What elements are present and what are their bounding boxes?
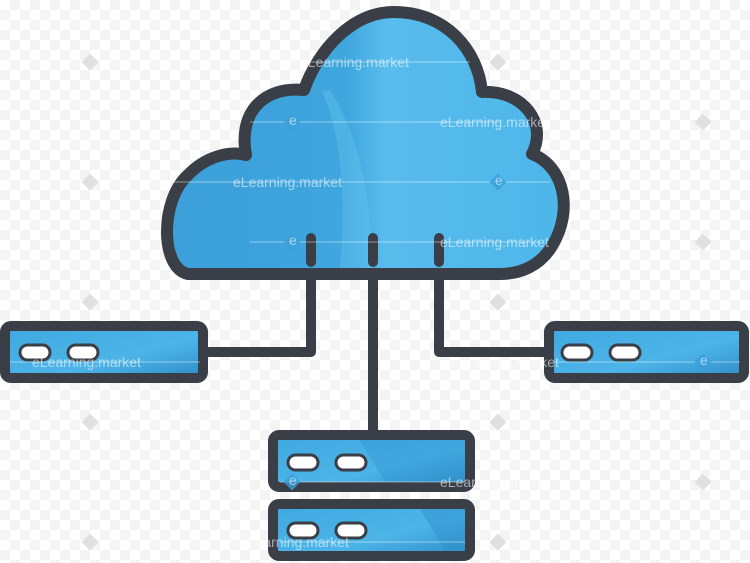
server-bottom-lower-led-2 bbox=[334, 521, 368, 540]
server-left-led-1 bbox=[18, 343, 52, 362]
watermark-text: eLearning.market bbox=[440, 234, 549, 250]
watermark-badge: e bbox=[495, 172, 503, 188]
watermark: eLearning.market eLearning.market eLearn… bbox=[10, 53, 740, 551]
watermark-text: eLearning.market bbox=[440, 474, 549, 490]
watermark-text: eLearning.market bbox=[440, 114, 549, 130]
watermark-badge: e bbox=[289, 472, 297, 488]
watermark-text: eLearning.market bbox=[450, 354, 559, 370]
watermark-text: eLearning.market bbox=[233, 174, 342, 190]
cloud-shape bbox=[161, 6, 570, 280]
server-right-led-1 bbox=[560, 343, 594, 362]
server-bottom-lower-shade bbox=[420, 509, 465, 551]
watermark-text: eLearning.market bbox=[32, 354, 141, 370]
watermark-text: eLearning.market bbox=[300, 54, 409, 70]
server-bottom-top-led-1 bbox=[286, 453, 320, 472]
watermark-badge: e bbox=[289, 112, 297, 128]
server-bottom-lower-body bbox=[268, 499, 475, 561]
server-bottom-top-shade bbox=[360, 440, 465, 482]
watermark-text: eLearning.market bbox=[240, 534, 349, 550]
server-right-body bbox=[544, 321, 749, 383]
server-right-led-2 bbox=[608, 343, 642, 362]
server-bottom-top-body bbox=[268, 430, 475, 492]
watermark-badge: e bbox=[289, 232, 297, 248]
server-bottom-lower-led-1 bbox=[286, 521, 320, 540]
cloud-icon bbox=[161, 6, 570, 280]
cloud-highlight bbox=[322, 90, 372, 268]
server-bottom-top-led-2 bbox=[334, 453, 368, 472]
server-left-body bbox=[0, 321, 208, 383]
server-left-led-2 bbox=[66, 343, 100, 362]
server-icon bbox=[544, 321, 749, 383]
server-icon bbox=[0, 321, 208, 383]
watermark-badge: e bbox=[700, 352, 708, 368]
server-icon bbox=[268, 430, 475, 561]
